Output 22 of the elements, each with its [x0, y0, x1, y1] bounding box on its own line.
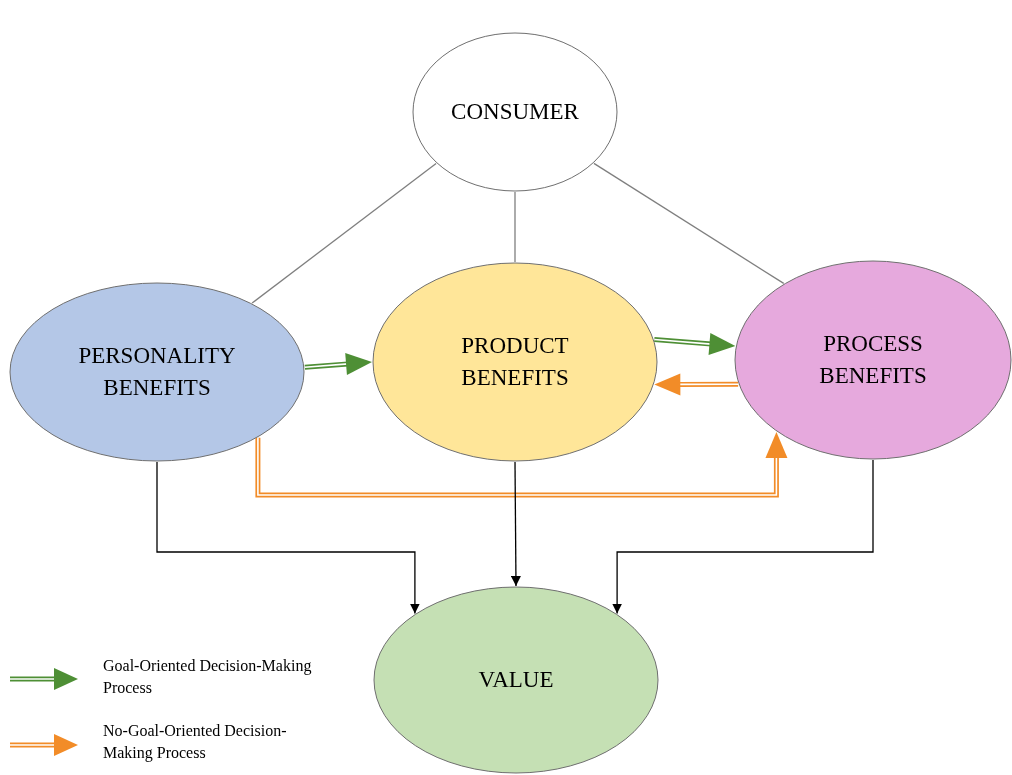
- arrow: [510, 461, 521, 587]
- node-label: PRODUCT BENEFITS: [460, 332, 570, 392]
- ellipse-node: [9, 282, 305, 462]
- ellipse-node: [734, 260, 1012, 460]
- node-label: PERSONALITY BENEFITS: [77, 342, 237, 402]
- connector-line: [514, 191, 516, 263]
- arrow: [255, 431, 788, 498]
- node-label: VALUE: [477, 666, 555, 694]
- arrow: [654, 373, 739, 396]
- legend-label: No-Goal-Oriented Decision-Making Process: [103, 721, 288, 764]
- connector-line: [593, 162, 785, 285]
- node-label: PROCESS BENEFITS: [818, 330, 928, 390]
- ellipse-node: [372, 262, 658, 462]
- ellipse-node: [412, 32, 618, 192]
- node-label: CONSUMER: [450, 98, 580, 126]
- legend-label: Goal-Oriented Decision-Making Process: [103, 656, 313, 698]
- arrow: [653, 333, 736, 355]
- arrow: [612, 459, 874, 615]
- ellipse-node: [373, 586, 659, 774]
- arrow: [156, 461, 420, 615]
- connector-line: [251, 162, 437, 304]
- arrow: [304, 353, 372, 375]
